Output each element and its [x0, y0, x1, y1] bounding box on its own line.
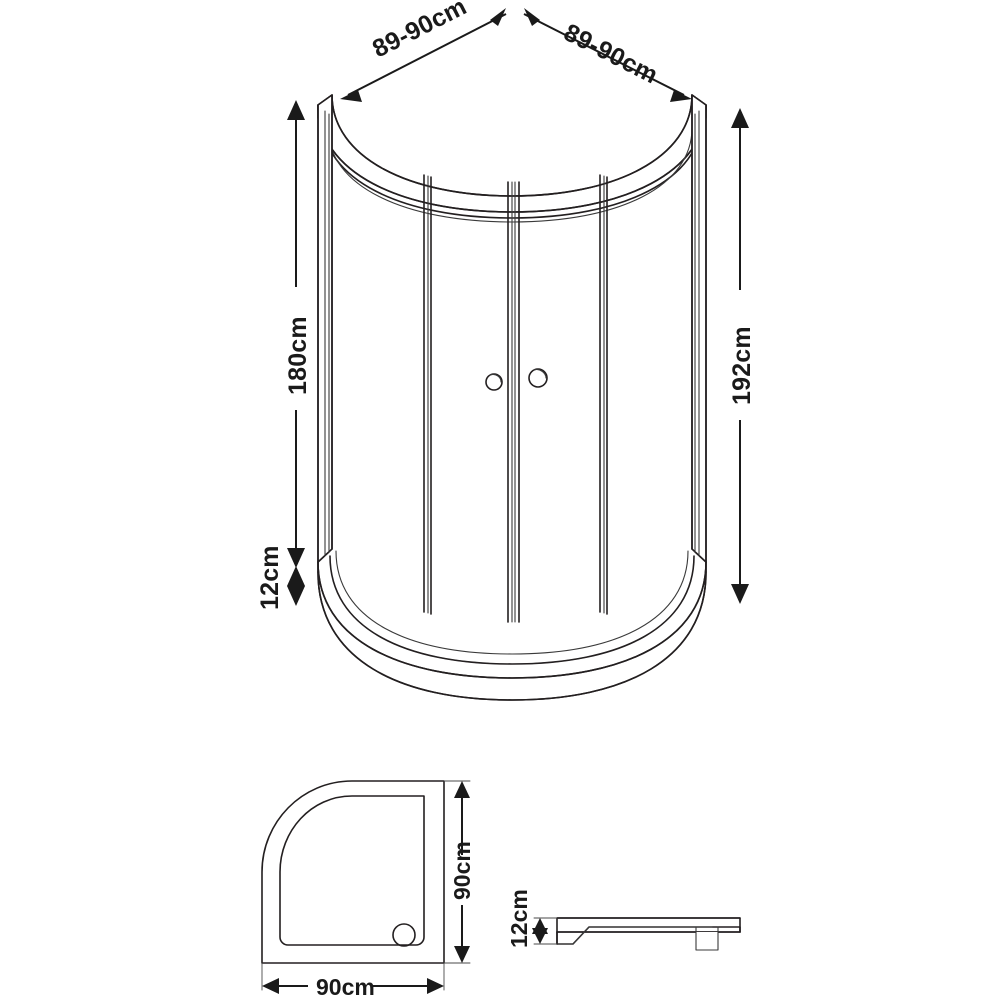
dimension-label-180cm: 180cm [284, 316, 312, 395]
dimension-label-section-height: 12cm [506, 889, 532, 948]
dimension-height-192: 192cm [728, 108, 756, 604]
dimension-top-right: 89-90cm [523, 8, 692, 102]
dimension-label-plan-width: 90cm [316, 974, 375, 1000]
sliding-door-left[interactable] [423, 174, 432, 615]
dimension-height-12: 12cm [256, 545, 305, 610]
door-knob-right[interactable] [528, 368, 548, 388]
right-vertical-post [691, 94, 707, 563]
dimension-label-top-right: 89-90cm [559, 18, 662, 89]
dimension-plan-width: 90cm [262, 974, 444, 1000]
dimension-label-12cm: 12cm [256, 545, 284, 610]
dimension-section-height: 12cm [506, 889, 548, 948]
waste-outlet [695, 926, 719, 951]
dimension-plan-depth: 90cm [449, 781, 475, 963]
dimension-top-left: 89-90cm [340, 0, 507, 102]
bottom-rail [329, 550, 695, 665]
drain-hole [392, 923, 416, 947]
center-meeting-stile [507, 181, 520, 623]
section-view-tray: 12cm [506, 889, 741, 951]
main-enclosure-view: 89-90cm 89-90cm 180cm [256, 0, 756, 701]
dimension-label-top-left: 89-90cm [368, 0, 471, 63]
plan-view-tray: 90cm 90cm [261, 780, 475, 1000]
left-vertical-post [317, 94, 333, 563]
dimension-height-180: 180cm [284, 100, 312, 568]
dimension-label-192cm: 192cm [728, 326, 756, 405]
door-knob-left[interactable] [485, 373, 503, 391]
dimension-label-plan-depth: 90cm [449, 841, 475, 900]
sliding-door-right[interactable] [599, 174, 608, 615]
